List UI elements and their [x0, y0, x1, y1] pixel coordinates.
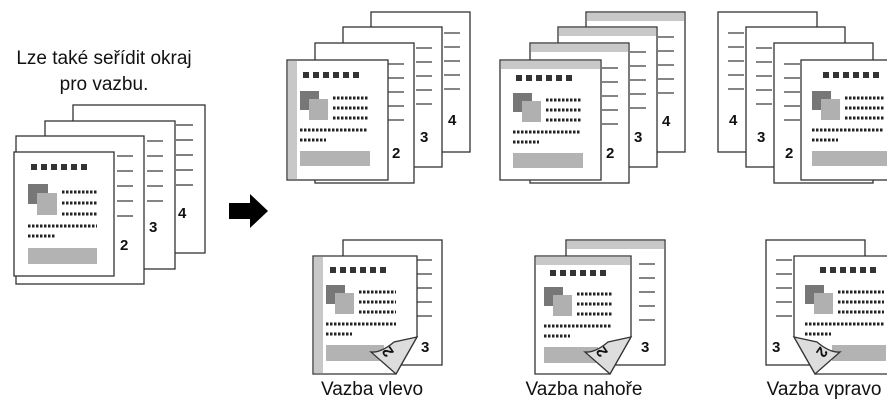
top-binding-stack: 4 3 2	[499, 11, 686, 184]
left-stack-number-4: 4	[448, 112, 457, 129]
right-stack-front-page	[800, 59, 887, 181]
source-page-stack: 4 3 2	[13, 104, 206, 285]
top-duplex-front-number: 3	[641, 339, 649, 356]
left-binding-stack: 4 3 2	[286, 11, 471, 184]
caption-top-binding: Vazba nahoře	[526, 379, 643, 400]
top-duplex-margin-strip	[536, 257, 630, 265]
right-duplex-front-number: 3	[772, 339, 780, 356]
left-duplex-margin-strip	[314, 257, 323, 373]
right-binding-duplex: 2 3	[765, 239, 887, 376]
top-binding-duplex: 2 3	[534, 239, 666, 376]
top-stack-front-page	[499, 59, 602, 181]
left-margin-strip	[288, 61, 297, 179]
top-margin-strip	[501, 61, 600, 69]
caption-right-binding: Vazba vpravo	[767, 379, 882, 400]
left-stack-front-page	[286, 59, 389, 181]
intro-line-2: pro vazbu.	[60, 74, 149, 95]
left-stack-number-2: 2	[392, 145, 400, 162]
right-binding-stack: 4 3 2	[717, 11, 887, 184]
top-stack-number-3: 3	[634, 129, 642, 146]
top-stack-number-2: 2	[606, 145, 614, 162]
left-duplex-front-number: 3	[421, 339, 429, 356]
caption-left-binding: Vazba vlevo	[321, 379, 423, 400]
source-page-number-3: 3	[149, 219, 157, 236]
source-front-page	[13, 151, 115, 277]
right-stack-number-4: 4	[729, 112, 738, 129]
top-stack-number-4: 4	[662, 113, 671, 130]
right-stack-number-3: 3	[757, 129, 765, 146]
intro-line-1: Lze také seřídit okraj	[16, 48, 191, 69]
source-page-number-2: 2	[120, 237, 128, 254]
right-arrow-icon	[229, 194, 268, 228]
source-page-number-4: 4	[178, 205, 187, 222]
left-binding-duplex: 2 3	[312, 239, 443, 376]
left-stack-number-3: 3	[420, 129, 428, 146]
right-stack-number-2: 2	[785, 145, 793, 162]
